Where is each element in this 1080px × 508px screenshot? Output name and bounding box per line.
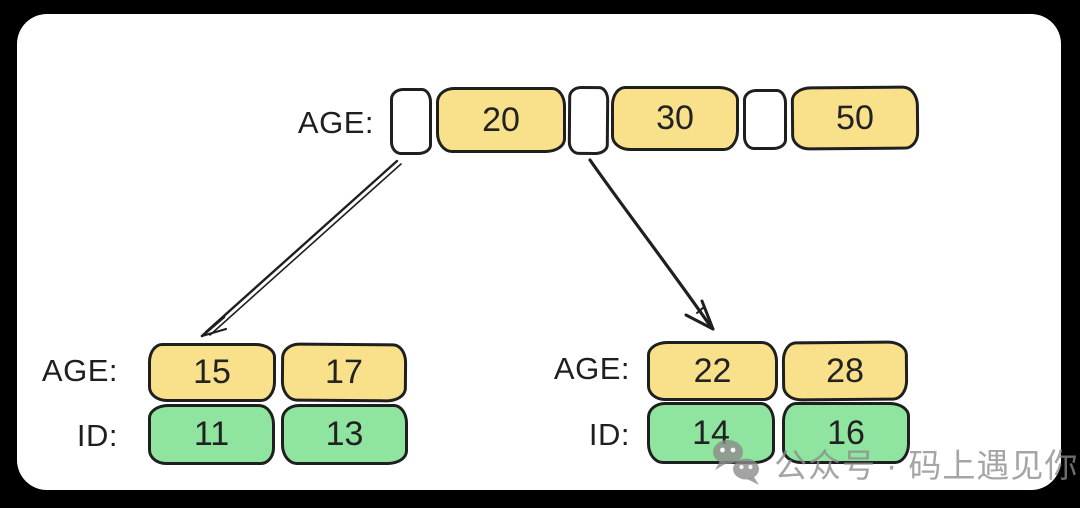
left-leaf-id-label: ID: bbox=[76, 418, 118, 453]
watermark-text: 公众号 · 码上遇见你 bbox=[774, 447, 1079, 484]
left-leaf-age-label: AGE: bbox=[41, 353, 118, 388]
root-pointer-cell-1 bbox=[390, 88, 432, 155]
root-key-cell-30: 30 bbox=[611, 86, 739, 151]
right-leaf-age-cell-28: 28 bbox=[781, 340, 909, 402]
left-leaf-id-cell-13: 13 bbox=[281, 404, 408, 465]
right-leaf-id-cell-16: 16 bbox=[782, 402, 910, 464]
root-pointer-cell-2 bbox=[567, 85, 610, 156]
root-key-cell-50: 50 bbox=[790, 85, 920, 151]
left-leaf-age-cell-17: 17 bbox=[280, 342, 408, 403]
root-age-label: AGE: bbox=[297, 105, 374, 140]
watermark: 公众号 · 码上遇见你 bbox=[710, 438, 1078, 488]
left-leaf-age-cell-15: 15 bbox=[148, 343, 276, 402]
wechat-icon bbox=[713, 440, 759, 485]
right-leaf-age-label: AGE: bbox=[553, 351, 630, 386]
right-leaf-age-cell-22: 22 bbox=[647, 341, 778, 401]
root-pointer-cell-3 bbox=[743, 89, 787, 150]
right-leaf-id-cell-14: 14 bbox=[647, 402, 775, 464]
right-leaf-id-label: ID: bbox=[588, 417, 630, 452]
left-leaf-id-cell-11: 11 bbox=[148, 404, 275, 465]
root-key-cell-20: 20 bbox=[436, 87, 566, 153]
